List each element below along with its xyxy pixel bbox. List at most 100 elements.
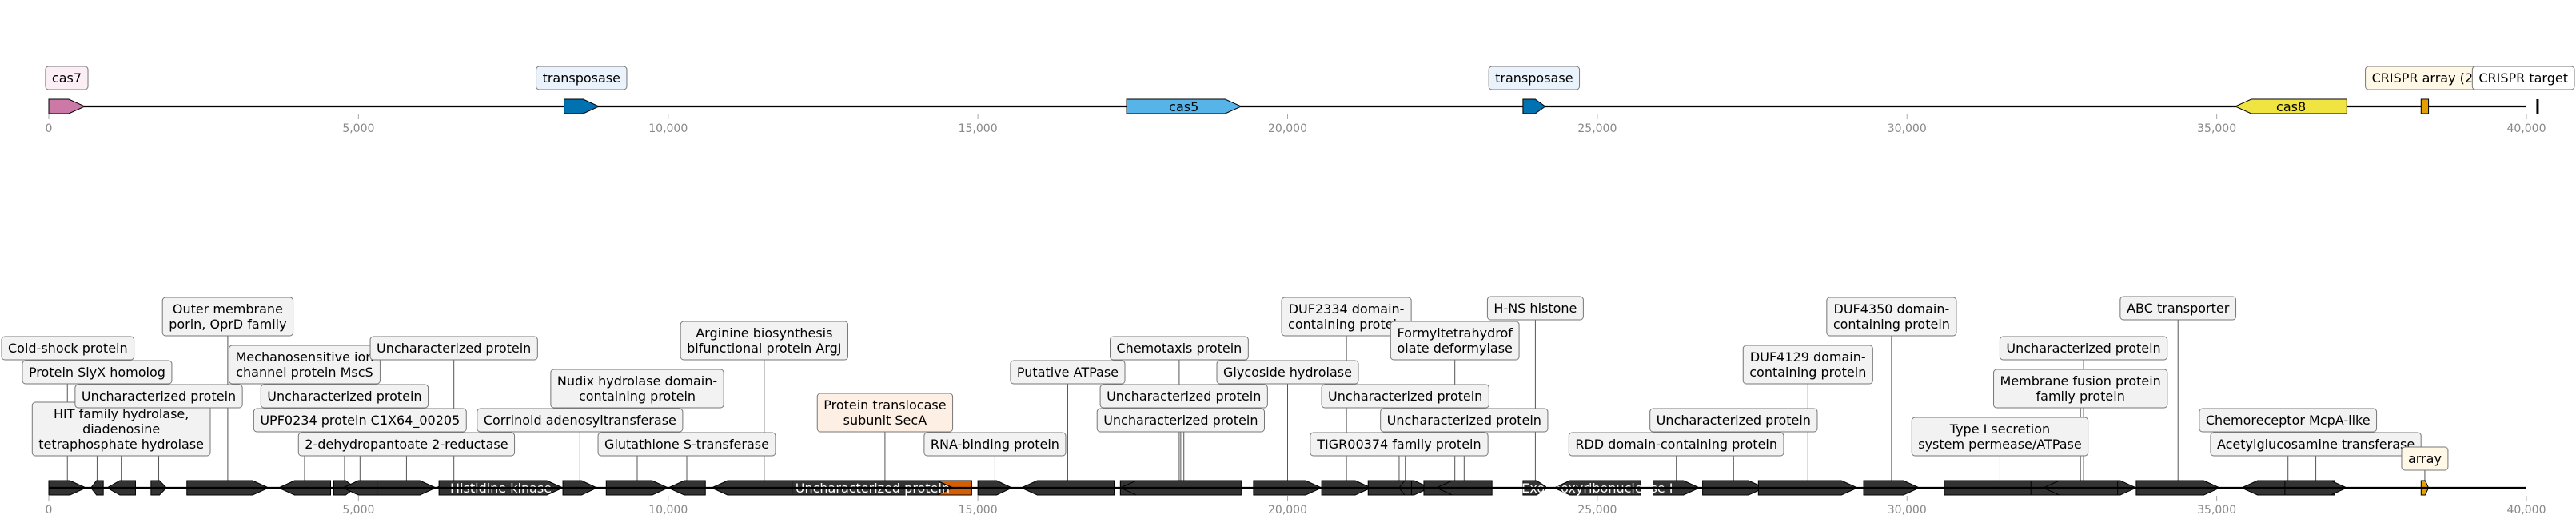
- label-text: Uncharacterized protein: [1103, 413, 1258, 428]
- label-box: [1999, 336, 2168, 361]
- label-box: [161, 297, 294, 337]
- gene-rdd-domain-protein-label: RDD domain-containing protein: [1568, 432, 1784, 457]
- gene-tigr00374-family-protein-label: TIGR00374 family protein: [1310, 432, 1489, 457]
- gene-corrinoid-adenosyltransferase-label: Corrinoid adenosyltransferase: [477, 408, 684, 433]
- axis-tick-label: 5,000: [342, 504, 374, 517]
- label-box: [1281, 297, 1412, 337]
- label-box: [1321, 384, 1489, 409]
- label-text: DUF4129 domain-containing protein: [1749, 349, 1866, 380]
- gene-glutathione-s-transferase-label: Glutathione S-transferase: [597, 432, 776, 457]
- gene-2-dehydropantoate-reductase-label: 2-dehydropantoate 2-reductase: [297, 432, 516, 457]
- gene-chemoreceptor-mcpa-like-label: Chemoreceptor McpA-like: [2199, 408, 2378, 433]
- label-text: Chemoreceptor McpA-like: [2206, 413, 2371, 428]
- label-box: [45, 66, 89, 90]
- gene-uncharacterized-10-label: Uncharacterized protein: [1999, 336, 2168, 361]
- axis-tick-label: 0: [46, 122, 53, 135]
- cas5-gene: [1126, 98, 1242, 114]
- label-box: [1486, 296, 1584, 321]
- label-text: Glutathione S-transferase: [604, 437, 769, 452]
- crispr-array-2-label: CRISPR array (2): [2365, 66, 2485, 90]
- label-box: [1649, 408, 1818, 433]
- label-box: [22, 360, 173, 385]
- label-box: [2199, 408, 2378, 433]
- gene-rna-binding-protein-label: RNA-binding protein: [923, 432, 1067, 457]
- label-text: transposase: [543, 70, 620, 86]
- label-box: [260, 384, 429, 409]
- label-box: [2401, 446, 2449, 471]
- gene-duf4350-domain-protein-label: DUF4350 domain-containing protein: [1826, 297, 1957, 337]
- label-text: Uncharacterized protein: [82, 389, 236, 404]
- label-box: [550, 369, 724, 409]
- label-box: [816, 393, 954, 433]
- label-box: [74, 384, 243, 409]
- gene-uncharacterized-7-label: Uncharacterized protein: [1321, 384, 1489, 409]
- label-text: DUF2334 domain-containing protein: [1288, 301, 1405, 332]
- axis-tick-label: 0: [46, 504, 53, 517]
- label-text: Uncharacterized protein: [2006, 341, 2160, 356]
- label-box: [1096, 408, 1265, 433]
- label-box: [536, 66, 628, 90]
- gene-cold-shock-protein-label: Cold-shock protein: [1, 336, 135, 361]
- label-text: Chemotaxis protein: [1117, 341, 1242, 356]
- gene-uncharacterized-2-label: Uncharacterized protein: [260, 384, 429, 409]
- label-text: cas7: [52, 70, 82, 86]
- label-text: Nudix hydrolase domain-containing protei…: [557, 373, 717, 404]
- gene-protein-slyx-homolog-label: Protein SlyX homolog: [22, 360, 173, 385]
- axis-tick-label: 15,000: [959, 504, 998, 517]
- label-box: [1911, 417, 2089, 457]
- array-feature-label: array: [2401, 446, 2449, 471]
- label-text: array: [2408, 451, 2442, 466]
- label-text: Acetylglucosamine transferase: [2217, 437, 2415, 452]
- label-box: [1390, 321, 1520, 361]
- axis-tick-label: 30,000: [1888, 122, 1927, 135]
- cas7-gene: [48, 98, 86, 114]
- transposase-gene-1-label: transposase: [536, 66, 628, 90]
- axis-tick-label: 40,000: [2507, 122, 2546, 135]
- label-text: RDD domain-containing protein: [1575, 437, 1777, 452]
- label-box: [2119, 296, 2237, 321]
- label-text: Glycoside hydrolase: [1223, 365, 1352, 380]
- gene-acetylglucosamine-transferase-label: Acetylglucosamine transferase: [2210, 432, 2422, 457]
- label-text: H-NS histone: [1493, 301, 1577, 316]
- axis-tick-label: 20,000: [1268, 504, 1307, 517]
- label-text: CRISPR array (2): [2372, 70, 2478, 86]
- axis-tick-label: 10,000: [648, 122, 688, 135]
- axis-tick-label: 25,000: [1577, 122, 1617, 135]
- axis-tick-label: 15,000: [959, 122, 998, 135]
- label-text: TIGR00374 family protein: [1316, 437, 1481, 452]
- gene-h-ns-histone-label: H-NS histone: [1486, 296, 1584, 321]
- label-box: [2210, 432, 2422, 457]
- label-box: [597, 432, 776, 457]
- label-text: Corrinoid adenosyltransferase: [484, 413, 676, 428]
- gene-putative-atpase-label: Putative ATPase: [1010, 360, 1126, 385]
- label-box: [1110, 336, 1249, 361]
- label-box: [2471, 66, 2575, 90]
- cas8-gene-label: cas8: [2276, 99, 2306, 114]
- label-text: Protein SlyX homolog: [29, 365, 165, 380]
- label-box: [1488, 66, 1581, 90]
- gene-uncharacterized-3-label: Uncharacterized protein: [369, 336, 538, 361]
- label-box: [1, 336, 135, 361]
- axis-tick-label: 35,000: [2197, 122, 2236, 135]
- label-box: [1993, 369, 2168, 409]
- transposase-gene-2-label: transposase: [1488, 66, 1581, 90]
- axis-tick-label: 25,000: [1577, 504, 1617, 517]
- gene-abc-transporter-label: ABC transporter: [2119, 296, 2237, 321]
- cas7-gene-label: cas7: [45, 66, 89, 90]
- axis-tick-label: 30,000: [1888, 504, 1927, 517]
- label-box: [253, 408, 467, 433]
- label-text: ABC transporter: [2127, 301, 2230, 316]
